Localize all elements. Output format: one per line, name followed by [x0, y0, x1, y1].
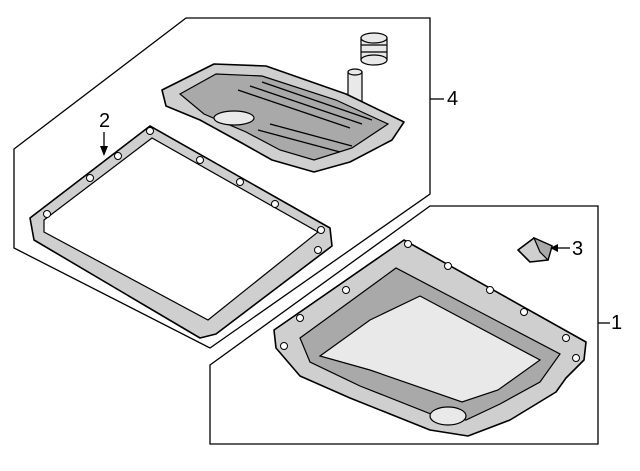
gasket-part: [29, 125, 333, 339]
leader-arrow-2: [100, 132, 108, 156]
callout-2-label: 2: [99, 110, 111, 132]
callout-1-label: 1: [611, 312, 623, 334]
callout-4-label: 4: [447, 88, 459, 110]
leader-arrow-3: [550, 244, 570, 252]
upper-group-frame: [13, 17, 431, 349]
lower-group-frame: [209, 205, 599, 445]
pan-part: [273, 239, 587, 437]
filter-seal-part: [360, 32, 388, 66]
filter-part: [161, 63, 405, 173]
callout-3-label: 3: [572, 238, 584, 260]
plug-part: [517, 236, 553, 263]
